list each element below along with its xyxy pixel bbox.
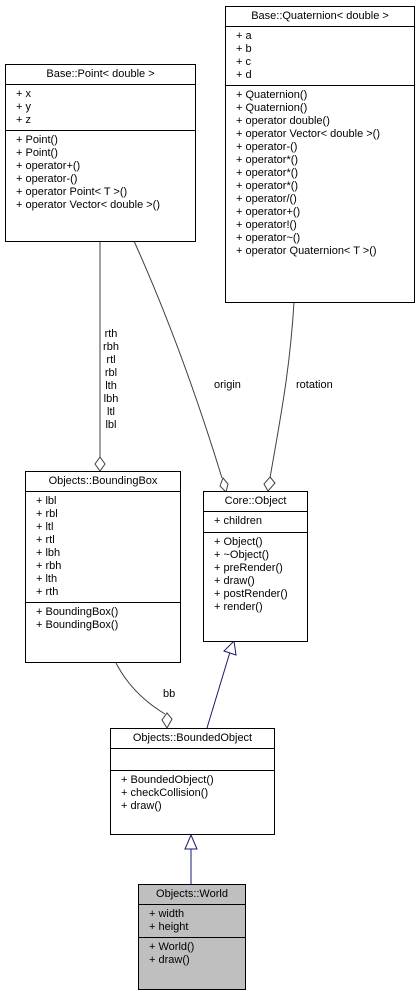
attributes-section: + children: [204, 511, 307, 532]
method: + checkCollision(): [121, 787, 209, 799]
attribute: + d: [236, 69, 252, 81]
edge-label-origin: origin: [214, 379, 241, 391]
edge-label-bbox-members: rth rbh rtl rbl lth lbh ltl lbl: [97, 328, 125, 432]
edge-label: rbh: [103, 341, 119, 353]
methods-section: + Point() + Point() + operator+() + oper…: [6, 130, 195, 215]
method: + BoundingBox(): [36, 619, 119, 631]
method: + World(): [149, 941, 195, 953]
method: + postRender(): [214, 588, 288, 600]
edge-label: ltl: [107, 406, 115, 418]
method: + operator Vector< double >(): [236, 128, 381, 140]
edge-inherit-object: [206, 651, 231, 729]
method: + operator*(): [236, 180, 299, 192]
methods-section: + BoundingBox() + BoundingBox(): [26, 602, 180, 635]
method: + operator Vector< double >(): [16, 199, 161, 211]
method: + operator Point< T >(): [16, 186, 128, 198]
attribute: + rtl: [36, 534, 55, 546]
class-box-world[interactable]: Objects::World + width + height + World(…: [138, 884, 246, 990]
class-title: Objects::World: [156, 888, 228, 900]
attribute: + lbl: [36, 495, 57, 507]
methods-section: + Object() + ~Object() + preRender() + d…: [204, 532, 307, 617]
methods-section: + BoundedObject() + checkCollision() + d…: [111, 770, 274, 816]
attribute: + b: [236, 43, 252, 55]
class-box-point[interactable]: Base::Point< double > + x + y + z + Poin…: [5, 64, 196, 242]
attribute: + z: [16, 114, 31, 126]
method: + operator~(): [236, 232, 301, 244]
method: + ~Object(): [214, 549, 270, 561]
attribute: + lth: [36, 573, 58, 585]
edge-rotation: [269, 301, 295, 479]
attribute: + rth: [36, 586, 59, 598]
methods-section: + Quaternion() + Quaternion() + operator…: [226, 85, 414, 261]
class-title: Core::Object: [224, 495, 287, 507]
attributes-section: [111, 748, 274, 770]
edge-label-rotation: rotation: [296, 379, 333, 391]
method: + operator Quaternion< T >(): [236, 245, 377, 257]
method: + Point(): [16, 134, 58, 146]
class-box-bounded-object[interactable]: Objects::BoundedObject + BoundedObject()…: [110, 728, 275, 835]
method: + operator+(): [236, 206, 301, 218]
method: + draw(): [149, 954, 190, 966]
method: + BoundedObject(): [121, 774, 214, 786]
edge-label: rbl: [104, 367, 118, 379]
attribute: + x: [16, 88, 31, 100]
method: + Point(): [16, 147, 58, 159]
attribute: + children: [214, 515, 263, 527]
method: + operator*(): [236, 154, 299, 166]
edge-label: rtl: [106, 354, 116, 366]
attribute: + ltl: [36, 521, 54, 533]
diamond-rotation: [263, 476, 276, 492]
attributes-section: + width + height: [139, 904, 245, 937]
attributes-section: + a + b + c + d: [226, 26, 414, 85]
method: + operator-(): [236, 141, 298, 153]
class-box-quaternion[interactable]: Base::Quaternion< double > + a + b + c +…: [225, 6, 415, 303]
edge-label: rth: [104, 328, 118, 340]
method: + Object(): [214, 536, 263, 548]
edge-bb: [115, 662, 166, 715]
diamond-origin: [219, 477, 229, 493]
method: + BoundingBox(): [36, 606, 119, 618]
arrow-object: [223, 639, 237, 656]
method: + draw(): [214, 575, 255, 587]
edge-label: lbh: [103, 393, 119, 405]
attribute: + width: [149, 908, 185, 920]
diamond-bbox: [94, 456, 106, 472]
class-box-bounding-box[interactable]: Objects::BoundingBox + lbl + rbl + ltl +…: [25, 471, 181, 663]
class-title: Objects::BoundedObject: [132, 732, 253, 744]
attributes-section: + x + y + z: [6, 84, 195, 130]
arrow-bounded: [184, 833, 198, 850]
method: + operator!(): [236, 219, 297, 231]
attribute: + height: [149, 921, 189, 933]
class-title: Base::Point< double >: [46, 68, 155, 80]
attribute: + lbh: [36, 547, 61, 559]
method: + operator double(): [236, 115, 330, 127]
method: + Quaternion(): [236, 102, 308, 114]
edge-label: lth: [105, 380, 117, 392]
method: + Quaternion(): [236, 89, 308, 101]
attribute: + c: [236, 56, 251, 68]
method: + draw(): [121, 800, 162, 812]
method: + render(): [214, 601, 263, 613]
attribute: + rbh: [36, 560, 62, 572]
method: + operator*(): [236, 167, 299, 179]
attribute: + a: [236, 30, 252, 42]
method: + operator+(): [16, 160, 81, 172]
edge-origin: [133, 240, 223, 479]
method: + preRender(): [214, 562, 283, 574]
edge-label-bb: bb: [163, 688, 176, 700]
class-title: Objects::BoundingBox: [48, 475, 158, 487]
class-box-object[interactable]: Core::Object + children + Object() + ~Ob…: [203, 491, 308, 642]
class-title: Base::Quaternion< double >: [251, 10, 389, 22]
attributes-section: + lbl + rbl + ltl + rtl + lbh + rbh + lt…: [26, 491, 180, 602]
methods-section: + World() + draw(): [139, 937, 245, 970]
diamond-bb: [161, 712, 173, 729]
attribute: + rbl: [36, 508, 58, 520]
edge-label: lbl: [105, 419, 117, 431]
attribute: + y: [16, 101, 31, 113]
method: + operator-(): [16, 173, 78, 185]
method: + operator/(): [236, 193, 297, 205]
